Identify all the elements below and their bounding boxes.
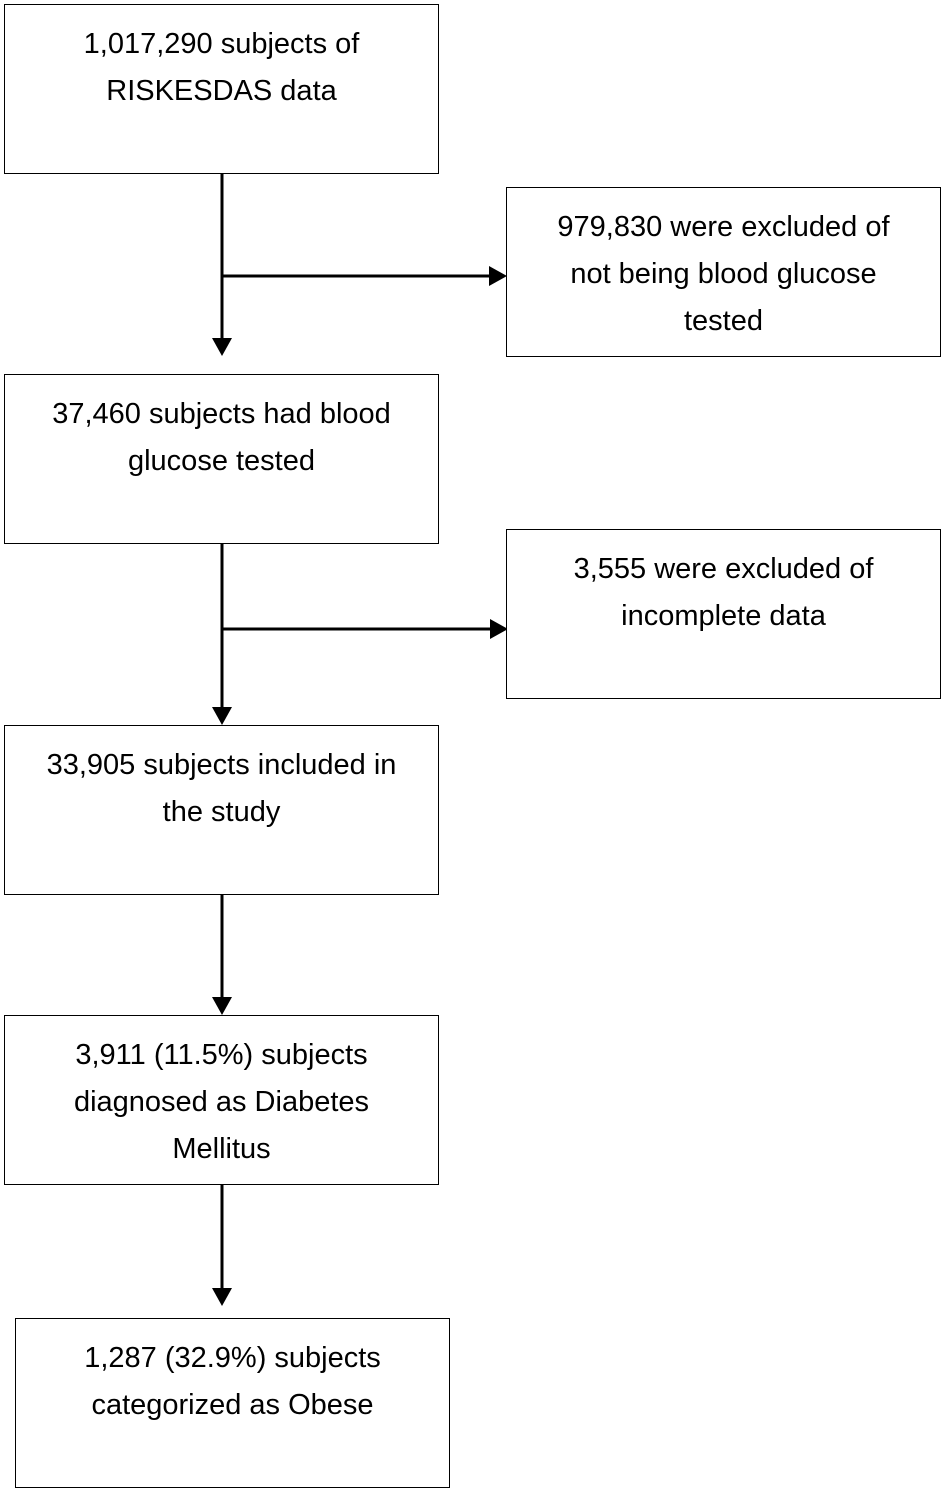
node-text-line: 33,905 subjects included in	[46, 749, 397, 781]
node-excluded-no-glucose: 979,830 were excluded of not being blood…	[506, 187, 941, 357]
node-excluded-incomplete: 3,555 were excluded of incomplete data	[506, 529, 941, 699]
node-text-line: 3,911 (11.5%) subjects	[75, 1039, 368, 1071]
node-text-line: RISKESDAS data	[106, 75, 337, 107]
node-text-line: the study	[162, 796, 281, 828]
node-text-line: 1,017,290 subjects of	[83, 28, 360, 60]
arrowhead-down	[212, 338, 232, 356]
node-text-line: Mellitus	[172, 1133, 271, 1165]
node-diabetes-diagnosed: 3,911 (11.5%) subjects diagnosed as Diab…	[4, 1015, 439, 1185]
node-text-line: incomplete data	[621, 600, 826, 632]
arrowhead-down	[212, 707, 232, 725]
arrowhead-right	[490, 619, 508, 639]
node-text-line: categorized as Obese	[91, 1389, 374, 1421]
node-text-line: 979,830 were excluded of	[557, 211, 890, 243]
node-text-line: glucose tested	[127, 445, 315, 477]
node-included-in-study: 33,905 subjects included in the study	[4, 725, 439, 895]
arrowhead-down	[212, 1288, 232, 1306]
node-text-line: 3,555 were excluded of	[573, 553, 874, 585]
node-text-line: 1,287 (32.9%) subjects	[84, 1342, 381, 1374]
node-text-line: tested	[684, 305, 763, 337]
node-text-line: diagnosed as Diabetes	[73, 1086, 370, 1118]
node-obese: 1,287 (32.9%) subjects categorized as Ob…	[15, 1318, 450, 1488]
arrowhead-down	[212, 997, 232, 1015]
node-text-line: not being blood glucose	[570, 258, 877, 290]
node-text-line: 37,460 subjects had blood	[52, 398, 391, 430]
node-glucose-tested: 37,460 subjects had blood glucose tested	[4, 374, 439, 544]
arrowhead-right	[489, 266, 507, 286]
node-total-subjects: 1,017,290 subjects of RISKESDAS data	[4, 4, 439, 174]
